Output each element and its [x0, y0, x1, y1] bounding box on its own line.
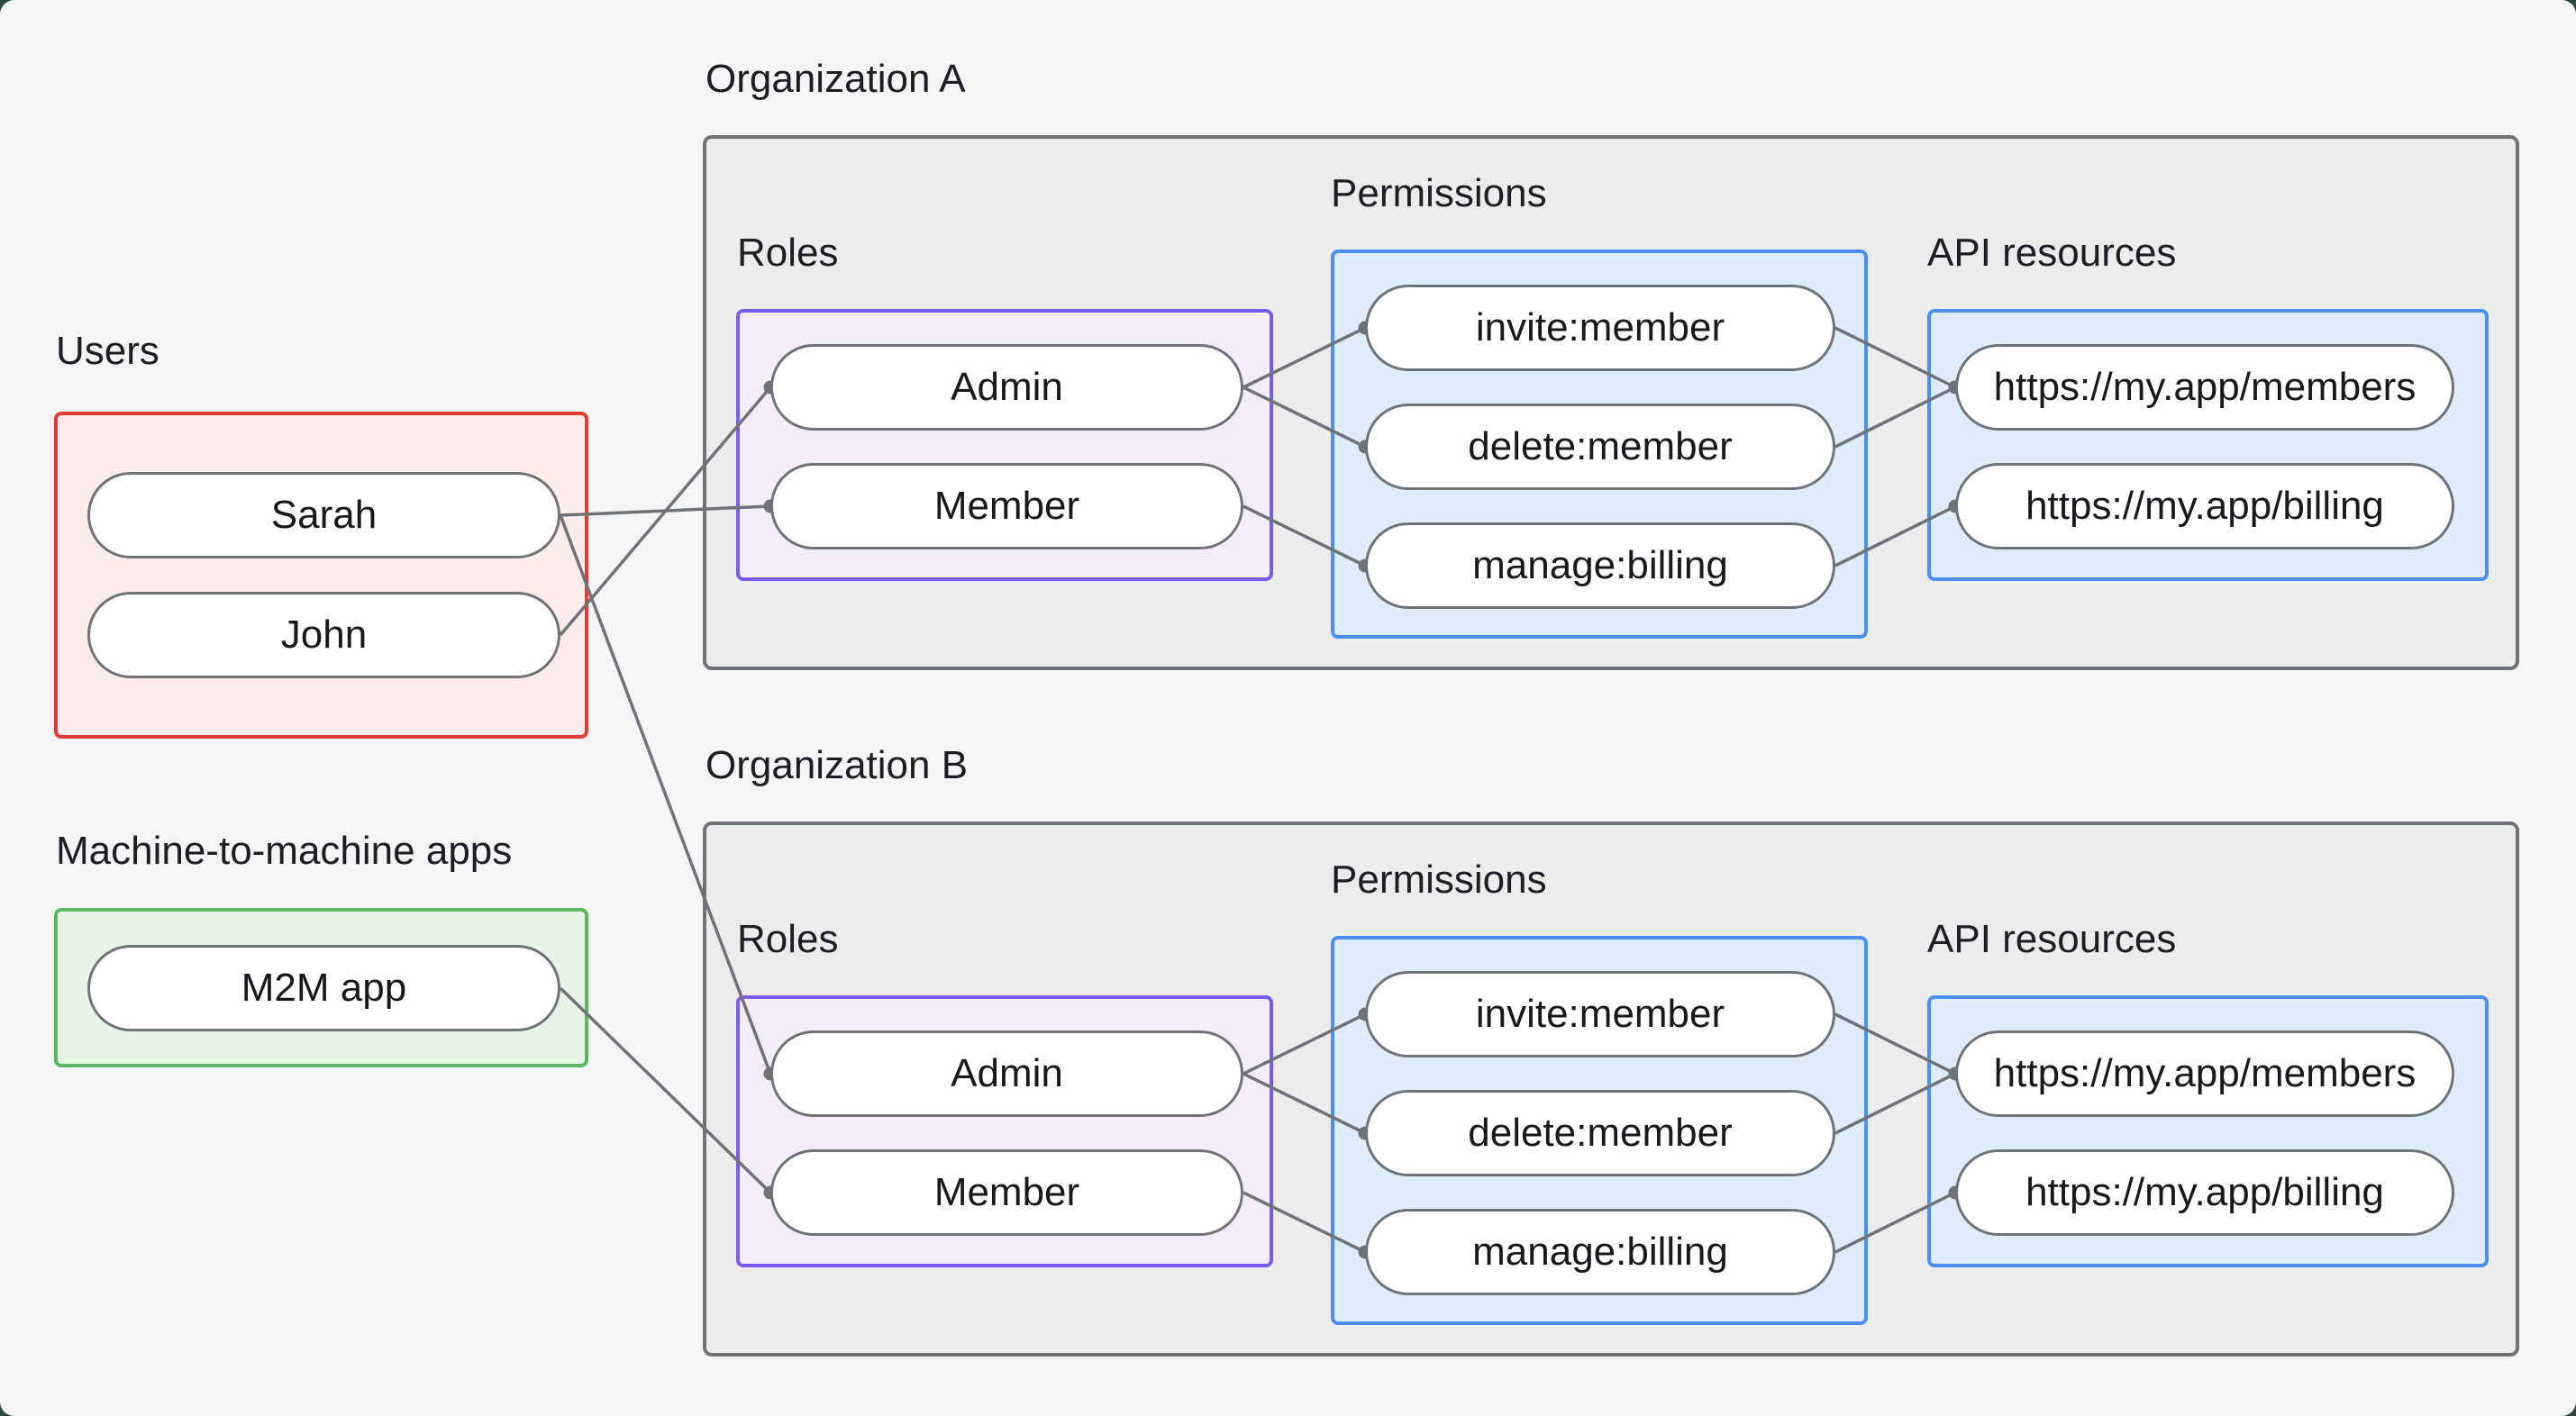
node-john: John: [87, 592, 560, 678]
node-org-a-member: Member: [770, 463, 1243, 549]
node-org-b-admin: Admin: [770, 1030, 1243, 1117]
node-org-b-member: Member: [770, 1149, 1243, 1236]
org-b-roles-label: Roles: [737, 917, 839, 961]
users-section-label: Users: [56, 329, 159, 373]
node-org-a-manage-billing: manage:billing: [1365, 522, 1835, 609]
node-org-a-admin: Admin: [770, 344, 1243, 431]
node-org-b-delete-member: delete:member: [1365, 1090, 1835, 1176]
org-a-roles-label: Roles: [737, 231, 839, 275]
node-org-b-billing-api: https://my.app/billing: [1955, 1149, 2454, 1236]
org-a-title: Organization A: [705, 57, 966, 101]
m2m-section-label: Machine-to-machine apps: [56, 829, 513, 873]
node-org-b-manage-billing: manage:billing: [1365, 1209, 1835, 1295]
org-a-api-label: API resources: [1927, 231, 2177, 275]
node-org-a-members-api: https://my.app/members: [1955, 344, 2454, 431]
node-org-b-members-api: https://my.app/members: [1955, 1030, 2454, 1117]
org-b-title: Organization B: [705, 743, 969, 787]
node-org-b-invite-member: invite:member: [1365, 971, 1835, 1057]
node-org-a-invite-member: invite:member: [1365, 285, 1835, 371]
node-org-a-delete-member: delete:member: [1365, 404, 1835, 490]
node-org-a-billing-api: https://my.app/billing: [1955, 463, 2454, 549]
org-b-api-label: API resources: [1927, 917, 2177, 961]
node-m2m-app: M2M app: [87, 945, 560, 1031]
org-a-permissions-label: Permissions: [1331, 171, 1547, 215]
org-b-permissions-label: Permissions: [1331, 858, 1547, 902]
node-sarah: Sarah: [87, 472, 560, 558]
users-group-box: [54, 412, 588, 739]
